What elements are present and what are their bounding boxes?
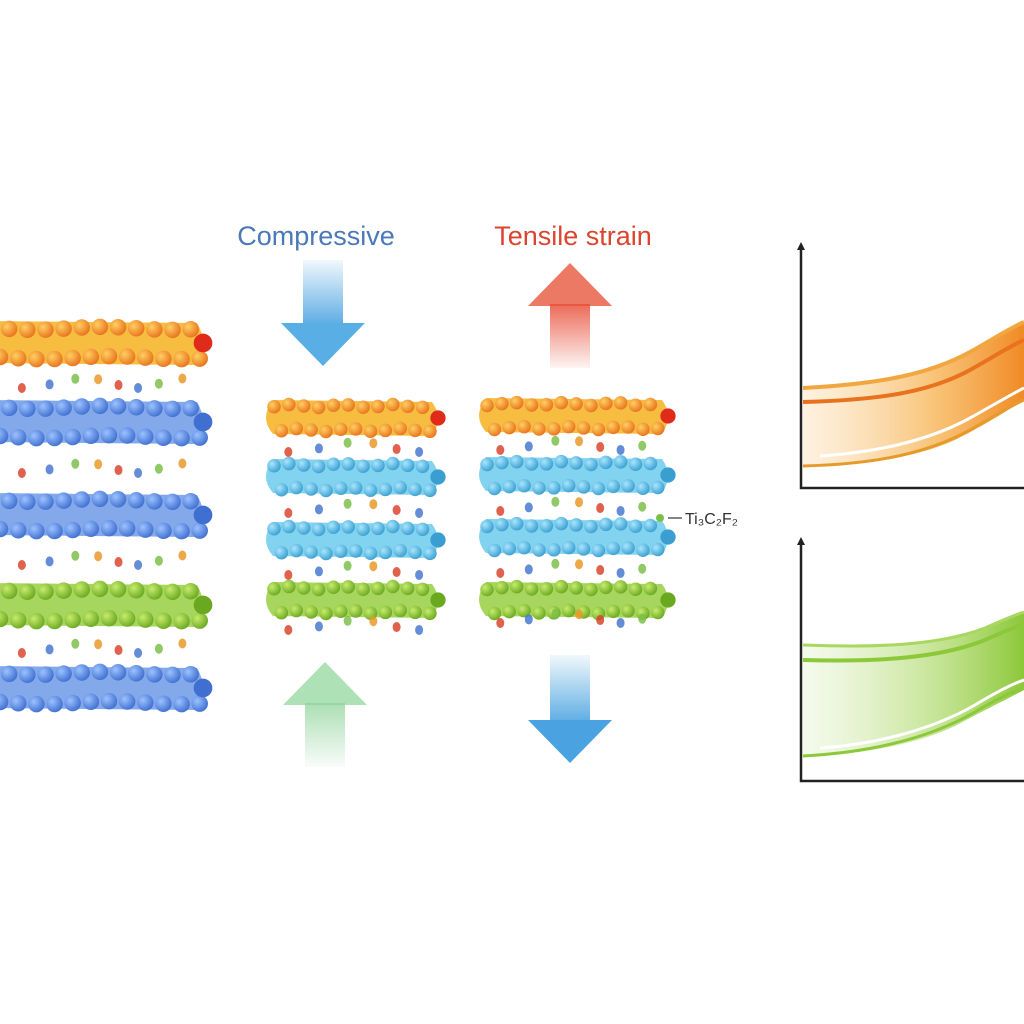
orange-curve-mid	[802, 338, 1024, 404]
left-layer-stack	[0, 318, 213, 713]
interlayer-ions-0	[17, 373, 187, 393]
orange-atomic-layer-0	[479, 395, 676, 437]
green-curve-white	[819, 678, 1024, 750]
interlayer-ions-0	[284, 437, 424, 457]
interlayer-ions-3	[284, 615, 424, 635]
green-curve-plot	[797, 537, 1024, 783]
interlayer-ions-0	[496, 435, 647, 455]
interlayer-ions-3	[496, 608, 647, 628]
compressive-arrow-down	[281, 260, 365, 366]
interlayer-ions-2	[284, 560, 424, 580]
cyan-atomic-layer-2	[479, 516, 676, 558]
interlayer-ions-2	[17, 550, 187, 570]
tensile-arrow-down	[528, 655, 612, 763]
orange-curve-white	[819, 386, 1024, 458]
orange-curve-plot	[797, 242, 1024, 490]
orange-curve-bottom	[802, 398, 1024, 468]
orange-band	[803, 322, 1024, 466]
cyan-atomic-layer-1	[479, 454, 676, 496]
cyan-atomic-layer-1	[266, 456, 446, 498]
green-curve-bottom	[802, 686, 1024, 758]
blue-atomic-layer-1	[0, 397, 213, 447]
interlayer-ions-1	[17, 458, 187, 478]
tensile-layer-stack	[479, 395, 676, 628]
blue-atomic-layer-2	[0, 490, 213, 540]
green-atomic-layer-3	[479, 579, 676, 621]
blue-atomic-layer-4	[0, 663, 213, 713]
cyan-atomic-layer-2	[266, 519, 446, 561]
green-atomic-layer-3	[266, 579, 446, 621]
compressive-label: Compressive	[237, 221, 395, 251]
orange-atomic-layer-0	[0, 318, 213, 368]
compressive-arrow-up	[283, 662, 367, 767]
green-curve-mid	[802, 622, 1024, 663]
green-atomic-layer-3	[0, 580, 213, 630]
material-label: Ti₃C₂F₂	[685, 511, 738, 528]
interlayer-ions-1	[284, 498, 424, 518]
material-callout: Ti₃C₂F₂	[656, 511, 738, 528]
tensile-strain-label: Tensile strain	[494, 221, 652, 251]
orange-atomic-layer-0	[266, 397, 446, 439]
compressed-layer-stack	[266, 397, 446, 635]
interlayer-ions-2	[496, 558, 647, 578]
tensile-arrow-up	[528, 263, 612, 368]
interlayer-ions-3	[17, 638, 187, 658]
green-curve-top	[802, 610, 1024, 648]
interlayer-ions-1	[496, 496, 647, 516]
orange-curve-top	[802, 320, 1024, 390]
green-band	[803, 612, 1024, 756]
